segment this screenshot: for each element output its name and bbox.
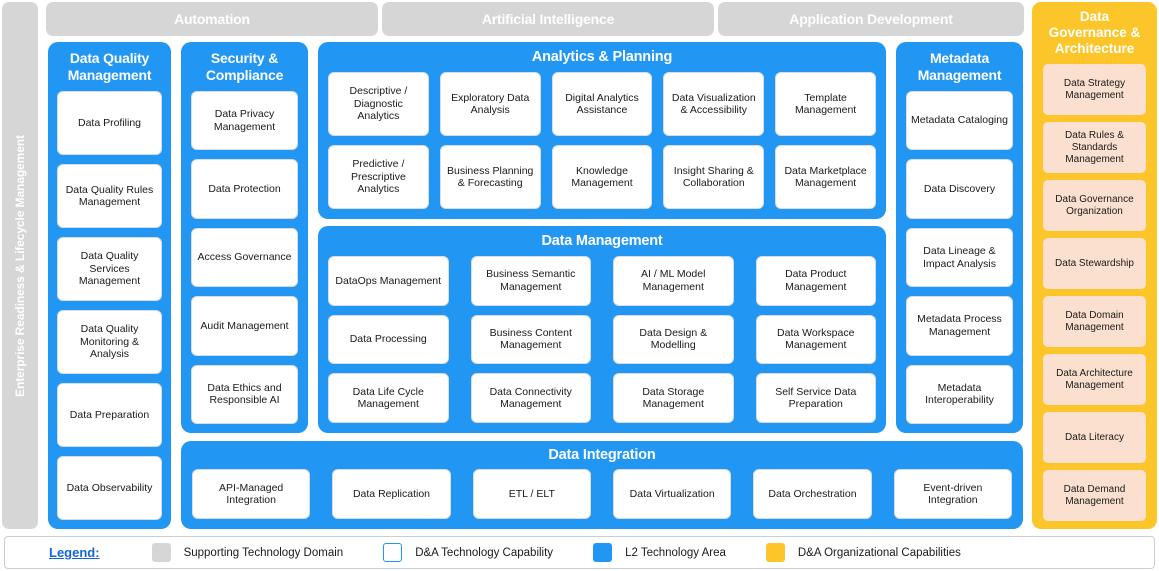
capability-card[interactable]: Data Virtualization: [613, 469, 732, 519]
capability-card[interactable]: Metadata Cataloging: [906, 91, 1013, 151]
capability-card[interactable]: AI / ML Model Management: [613, 256, 734, 306]
org-capability-card[interactable]: Data Architecture Management: [1043, 354, 1146, 405]
capability-card[interactable]: Data Product Management: [755, 256, 876, 306]
supporting-domain-label: Application Development: [789, 11, 953, 27]
capability-card[interactable]: Data Visualization & Accessibility: [663, 72, 765, 136]
l2-area-data-integration[interactable]: Data Integration API-Managed Integration…: [181, 441, 1023, 529]
capability-card[interactable]: Data Protection: [191, 159, 298, 219]
capability-card[interactable]: Predictive / Prescriptive Analytics: [328, 145, 429, 209]
org-capability-card[interactable]: Data Strategy Management: [1043, 64, 1146, 115]
capability-card[interactable]: Data Design & Modelling: [613, 314, 734, 365]
capability-card[interactable]: Template Management: [775, 72, 876, 136]
org-capability-card[interactable]: Data Demand Management: [1043, 470, 1146, 521]
legend-title: Legend:: [49, 545, 100, 560]
capability-card[interactable]: Knowledge Management: [551, 145, 653, 209]
legend-swatch-blue: [593, 543, 613, 562]
capability-card[interactable]: Data Ethics and Responsible AI: [191, 364, 298, 425]
capability-card[interactable]: Data Lineage & Impact Analysis: [906, 227, 1013, 288]
capability-card[interactable]: Data Workspace Management: [755, 314, 876, 365]
org-area-data-governance-and-architecture[interactable]: Data Governance & Architecture Data Stra…: [1032, 2, 1157, 529]
capability-card[interactable]: Audit Management: [191, 296, 298, 356]
capability-card[interactable]: Data Orchestration: [753, 469, 872, 519]
legend-item-l2-technology-area: L2 Technology Area: [593, 543, 726, 562]
l2-area-data-quality-management[interactable]: Data Quality Management Data Profiling D…: [48, 42, 171, 529]
supporting-domain-artificial-intelligence[interactable]: Artificial Intelligence: [382, 2, 714, 36]
l2-area-title: Security & Compliance: [205, 50, 284, 83]
capability-card[interactable]: Data Marketplace Management: [775, 145, 876, 209]
org-capability-card[interactable]: Data Literacy: [1043, 412, 1146, 463]
capability-card[interactable]: Business Content Management: [470, 314, 591, 365]
l2-area-analytics-and-planning[interactable]: Analytics & Planning Descriptive / Diagn…: [318, 42, 886, 219]
legend-swatch-yellow: [765, 543, 785, 562]
capability-card[interactable]: Data Quality Monitoring & Analysis: [57, 310, 162, 374]
capability-card[interactable]: Data Preparation: [57, 383, 162, 447]
org-capability-list: Data Strategy Management Data Rules & St…: [1043, 64, 1146, 521]
org-area-title: Data Governance & Architecture: [1048, 9, 1141, 56]
capability-card[interactable]: Descriptive / Diagnostic Analytics: [328, 72, 429, 136]
legend-swatch-gray: [151, 543, 171, 562]
capability-card[interactable]: Metadata Interoperability: [906, 364, 1013, 425]
capability-card[interactable]: Business Semantic Management: [470, 256, 591, 306]
legend-item-supporting-technology-domain: Supporting Technology Domain: [151, 543, 344, 562]
supporting-domain-application-development[interactable]: Application Development: [718, 2, 1024, 36]
l2-area-title: Data Integration: [548, 447, 656, 463]
capability-list: Metadata Cataloging Data Discovery Data …: [906, 91, 1013, 425]
capability-card[interactable]: Data Observability: [57, 456, 162, 520]
l2-area-title: Data Quality Management: [67, 50, 152, 83]
capability-list: DataOps Management Business Semantic Man…: [328, 256, 876, 423]
capability-card[interactable]: Data Life Cycle Management: [328, 373, 449, 423]
left-rail-label: Enterprise Readiness & Lifecycle Managem…: [13, 134, 27, 397]
capability-card[interactable]: Data Processing: [328, 314, 449, 365]
supporting-domain-automation[interactable]: Automation: [46, 2, 378, 36]
capability-card[interactable]: API-Managed Integration: [192, 469, 311, 519]
capability-card[interactable]: Metadata Process Management: [906, 296, 1013, 356]
supporting-domain-enterprise-readiness[interactable]: Enterprise Readiness & Lifecycle Managem…: [2, 2, 38, 529]
legend-swatch-white: [383, 543, 403, 562]
legend-item-label: L2 Technology Area: [625, 546, 726, 559]
capability-card[interactable]: Data Profiling: [57, 91, 162, 155]
legend-item-label: D&A Organizational Capabilities: [797, 546, 961, 559]
capability-card[interactable]: Exploratory Data Analysis: [439, 72, 541, 136]
l2-area-data-management[interactable]: Data Management DataOps Management Busin…: [318, 226, 886, 433]
legend-item-label: Supporting Technology Domain: [183, 546, 344, 559]
capability-card[interactable]: Access Governance: [191, 227, 298, 288]
supporting-domain-label: Automation: [174, 11, 250, 27]
org-capability-card[interactable]: Data Governance Organization: [1043, 180, 1146, 231]
capability-card[interactable]: Data Quality Rules Management: [57, 164, 162, 228]
capability-card[interactable]: Data Storage Management: [613, 373, 734, 423]
l2-area-title: Analytics & Planning: [531, 49, 673, 65]
legend-item-label: D&A Technology Capability: [415, 546, 554, 559]
capability-card[interactable]: Data Quality Services Management: [57, 237, 162, 301]
capability-card[interactable]: Self Service Data Preparation: [755, 373, 876, 423]
l2-area-title: Data Management: [541, 233, 663, 249]
l2-area-security-and-compliance[interactable]: Security & Compliance Data Privacy Manag…: [181, 42, 308, 433]
l2-area-title: Metadata Management: [917, 50, 1002, 83]
capability-list: Data Profiling Data Quality Rules Manage…: [57, 91, 162, 520]
legend: Legend: Supporting Technology Domain D&A…: [4, 536, 1155, 569]
capability-card[interactable]: Data Discovery: [906, 159, 1013, 219]
capability-card[interactable]: Event-driven Integration: [893, 469, 1012, 519]
org-capability-card[interactable]: Data Stewardship: [1043, 238, 1146, 289]
legend-item-da-organizational-capabilities: D&A Organizational Capabilities: [765, 543, 961, 562]
capability-card[interactable]: DataOps Management: [328, 256, 449, 306]
capability-list: Data Privacy Management Data Protection …: [191, 91, 298, 425]
capability-list: Descriptive / Diagnostic Analytics Explo…: [328, 72, 876, 209]
capability-card[interactable]: Digital Analytics Assistance: [551, 72, 653, 136]
legend-item-da-technology-capability: D&A Technology Capability: [383, 543, 553, 562]
capability-card[interactable]: Insight Sharing & Collaboration: [663, 145, 765, 209]
capability-card[interactable]: Data Connectivity Management: [470, 373, 591, 423]
capability-card[interactable]: ETL / ELT: [472, 469, 591, 519]
capability-card[interactable]: Data Replication: [332, 469, 451, 519]
supporting-domain-label: Artificial Intelligence: [481, 11, 615, 27]
org-capability-card[interactable]: Data Domain Management: [1043, 296, 1146, 347]
capability-list: API-Managed Integration Data Replication…: [192, 469, 1012, 519]
org-capability-card[interactable]: Data Rules & Standards Management: [1043, 122, 1146, 173]
capability-card[interactable]: Data Privacy Management: [191, 91, 298, 151]
capability-card[interactable]: Business Planning & Forecasting: [439, 145, 541, 209]
l2-area-metadata-management[interactable]: Metadata Management Metadata Cataloging …: [896, 42, 1023, 433]
